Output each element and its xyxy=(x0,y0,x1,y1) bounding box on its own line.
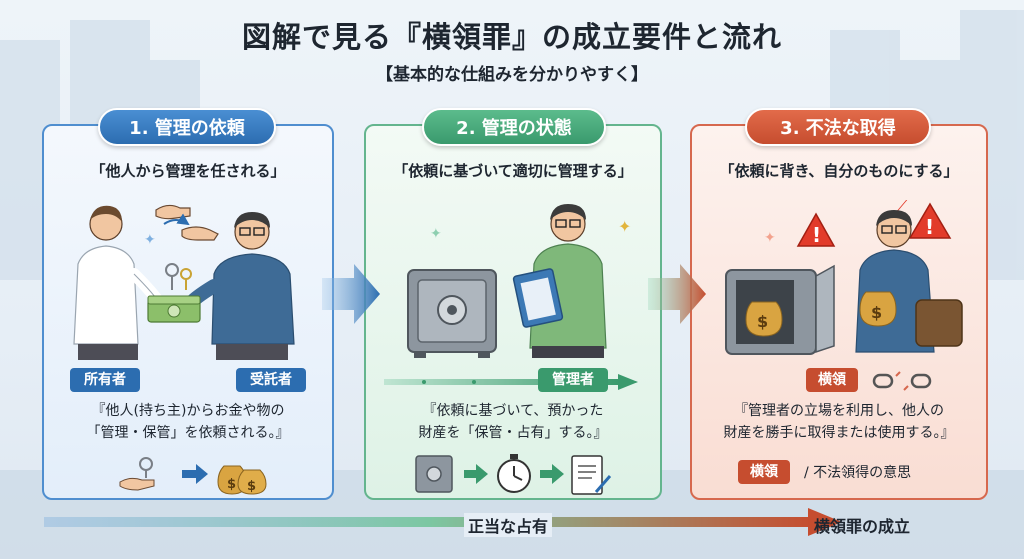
embezzlement-tag-bottom: 横領 xyxy=(738,460,790,484)
key-hand-icon xyxy=(155,204,219,241)
svg-text:✦: ✦ xyxy=(764,230,776,246)
safe-manager-illustration: ✦ ✦ xyxy=(407,204,631,358)
step-3-description: 『管理者の立場を利用し、他人の 財産を勝手に取得または使用する。』 xyxy=(723,403,955,441)
step-2-description: 『依頼に基づいて、預かった 財産を「保管・占有」する。』 xyxy=(418,403,608,441)
step-2-label: 2. 管理の状態 xyxy=(422,108,606,146)
money-bag-icon: $ xyxy=(859,291,897,327)
warning-icon: ! xyxy=(908,202,952,239)
svg-text:✦: ✦ xyxy=(430,226,442,242)
embezzlement-illustration: ! ! ⟋ ✦ $ $ xyxy=(725,197,963,355)
step-1-description: 『他人(持ち主)からお金や物の 「管理・保管」を依頼される。』 xyxy=(86,403,290,441)
legitimate-possession-label: 正当な占有 xyxy=(464,513,553,537)
svg-text:$: $ xyxy=(247,479,256,494)
svg-text:!: ! xyxy=(925,215,934,239)
step-3-quote: 「依頼に背き、自分のものにする」 xyxy=(719,162,959,180)
arrow-right-icon xyxy=(464,464,488,484)
page-subtitle: 【基本的な仕組みを分かりやすく】 xyxy=(376,65,648,85)
key-to-money-icons: $ $ xyxy=(119,457,267,495)
svg-text:$: $ xyxy=(227,477,236,492)
embezzlement-established-label: 横領罪の成立 xyxy=(814,517,911,536)
svg-text:!: ! xyxy=(812,223,821,247)
owner-tag: 所有者 xyxy=(70,368,140,392)
handover-illustration: ✦ ✦ xyxy=(73,204,295,360)
step-2-quote: 「依頼に基づいて適切に管理する」 xyxy=(393,162,633,180)
arrow-right-icon xyxy=(648,264,706,324)
embezzlement-tag: 横領 xyxy=(806,368,858,392)
key-hand-icon xyxy=(119,457,155,491)
stopwatch-icon xyxy=(497,454,531,493)
warning-icon: ! xyxy=(796,212,836,247)
bag-icon xyxy=(915,299,963,347)
arrow-right-icon xyxy=(182,464,208,484)
money-bag-icon: $ $ xyxy=(217,465,267,495)
open-safe-icon: $ xyxy=(725,264,835,355)
broken-chain-icon xyxy=(872,371,932,391)
safe-icon xyxy=(407,269,497,358)
overall-flow-arrow xyxy=(44,508,842,536)
document-icon xyxy=(571,455,612,495)
page-title: 図解で見る『横領罪』の成立要件と流れ xyxy=(241,20,782,54)
arrow-right-icon xyxy=(540,464,564,484)
svg-text:✦: ✦ xyxy=(618,217,631,236)
svg-text:✦: ✦ xyxy=(144,232,156,248)
step-1-label: 1. 管理の依頼 xyxy=(98,108,276,146)
svg-text:$: $ xyxy=(757,312,768,331)
keys-icon xyxy=(165,263,192,290)
management-timeline-arrow xyxy=(384,374,638,390)
safe-timer-document-icons xyxy=(415,454,612,495)
cash-stack-icon xyxy=(147,295,201,323)
step-1-quote: 「他人から管理を任される」 xyxy=(90,162,286,180)
safe-icon xyxy=(415,455,453,493)
trustee-tag: 受託者 xyxy=(236,368,306,392)
svg-text:$: $ xyxy=(871,303,882,322)
clipboard-icon xyxy=(512,268,564,328)
step-3-label: 3. 不法な取得 xyxy=(745,108,931,146)
unlawful-intent-text: / 不法領得の意思 xyxy=(804,465,912,481)
arrow-right-icon xyxy=(322,264,380,324)
manager-tag: 管理者 xyxy=(538,368,608,392)
